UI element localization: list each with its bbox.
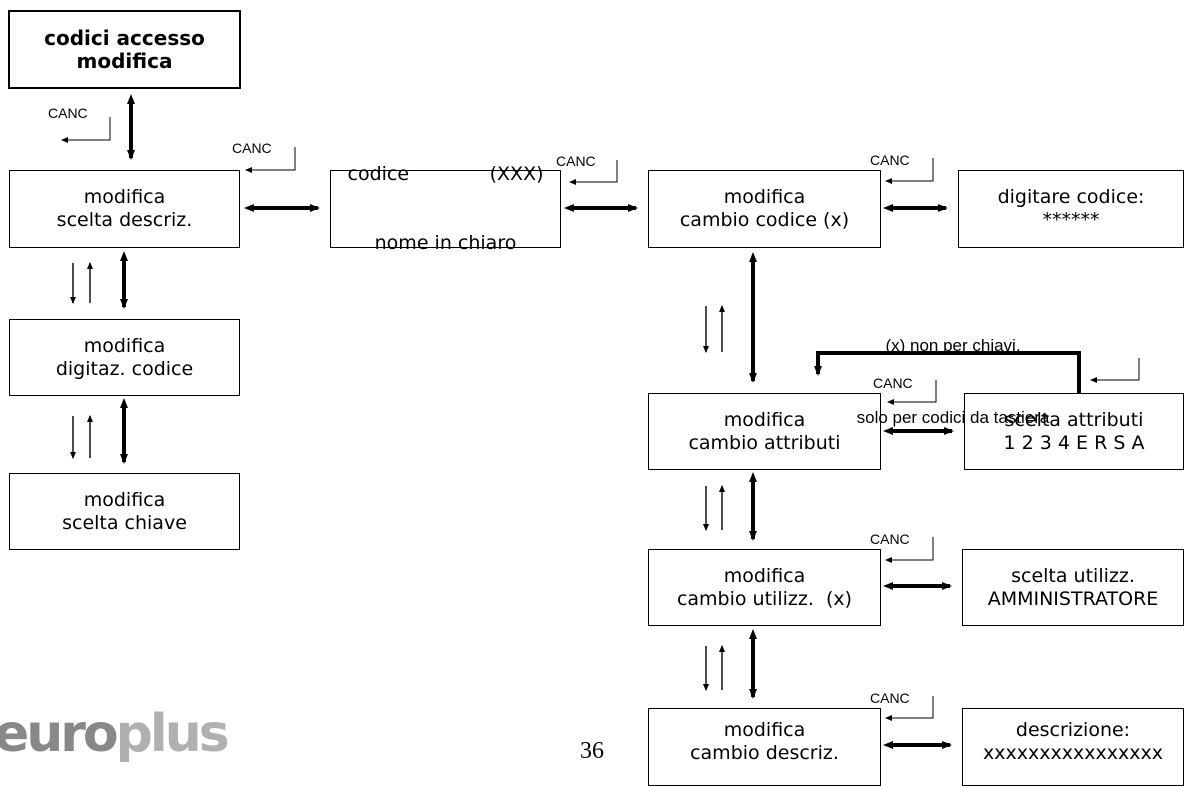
box-text: nome in chiaro [374,232,517,254]
box-text: descrizione: [1015,719,1131,741]
canc-arrow [887,380,937,405]
box-text: xxxxxxxxxxxxxxxx [983,742,1163,764]
canc-arrow [245,147,296,173]
box-text: modifica [723,719,806,741]
box-text: modifica [723,564,806,587]
box-text: cambio codice (x) [679,209,850,231]
return-bracket [814,351,1081,393]
canc-label: CANC [873,375,913,391]
canc-arrow [885,696,934,721]
box-text: cambio descriz. [690,742,839,764]
box-text: modifica [76,48,173,73]
canc-label: CANC [870,690,910,706]
box-text: codici accesso [44,25,205,50]
box-codice-nome-in-chiaro: codice (XXX) nome in chiaro [330,163,561,254]
note-line: solo per codici da tastiera [856,408,1050,427]
canc-arrow [569,160,618,185]
canc-label: CANC [870,531,910,547]
box-text: scelta chiave [62,511,187,534]
box-text: modifica [723,408,806,431]
box-text: (XXX) [489,163,544,185]
box-text: AMMINISTRATORE [987,587,1159,610]
logo-text-plus: plus [115,704,230,764]
canc-label: CANC [48,105,88,121]
box-text: codice [347,163,410,185]
canc-label: CANC [556,153,596,169]
logo-text-euro: euro [0,704,119,764]
box-text: 1 2 3 4 E R S A [1003,431,1145,454]
europlus-logo: europlus [0,708,230,760]
box-text: scelta utilizz. [1011,564,1135,587]
box-text: digitaz. codice [55,357,194,380]
canc-label: CANC [870,152,910,168]
note-text: (x) non per chiavi, solo per codici da t… [818,286,1088,454]
box-text: cambio attributi [688,431,841,454]
box-scelta-utilizz: scelta utilizz.AMMINISTRATORE [962,549,1184,626]
box-text: ****** [1042,209,1100,231]
enter-arrow [1090,358,1140,383]
box-text: scelta attributi [1004,408,1144,431]
canc-arrow [885,537,934,563]
box-text: modifica [83,334,166,357]
box-text: scelta descriz. [56,209,193,231]
box-text: digitare codice: [997,186,1145,208]
box-descrizione: descrizione:xxxxxxxxxxxxxxxx [962,708,1184,786]
page-number: 36 [580,738,604,764]
box-text: modifica [723,186,806,208]
note-line: (x) non per chiavi, [885,336,1021,355]
box-text: modifica [83,488,166,511]
canc-arrow [885,158,934,184]
canc-label: CANC [232,140,272,156]
box-text: modifica [83,186,166,208]
box-digitare-codice: digitare codice:****** [958,170,1184,248]
canc-arrow [61,117,111,143]
box-text: cambio utilizz. (x) [676,587,853,610]
